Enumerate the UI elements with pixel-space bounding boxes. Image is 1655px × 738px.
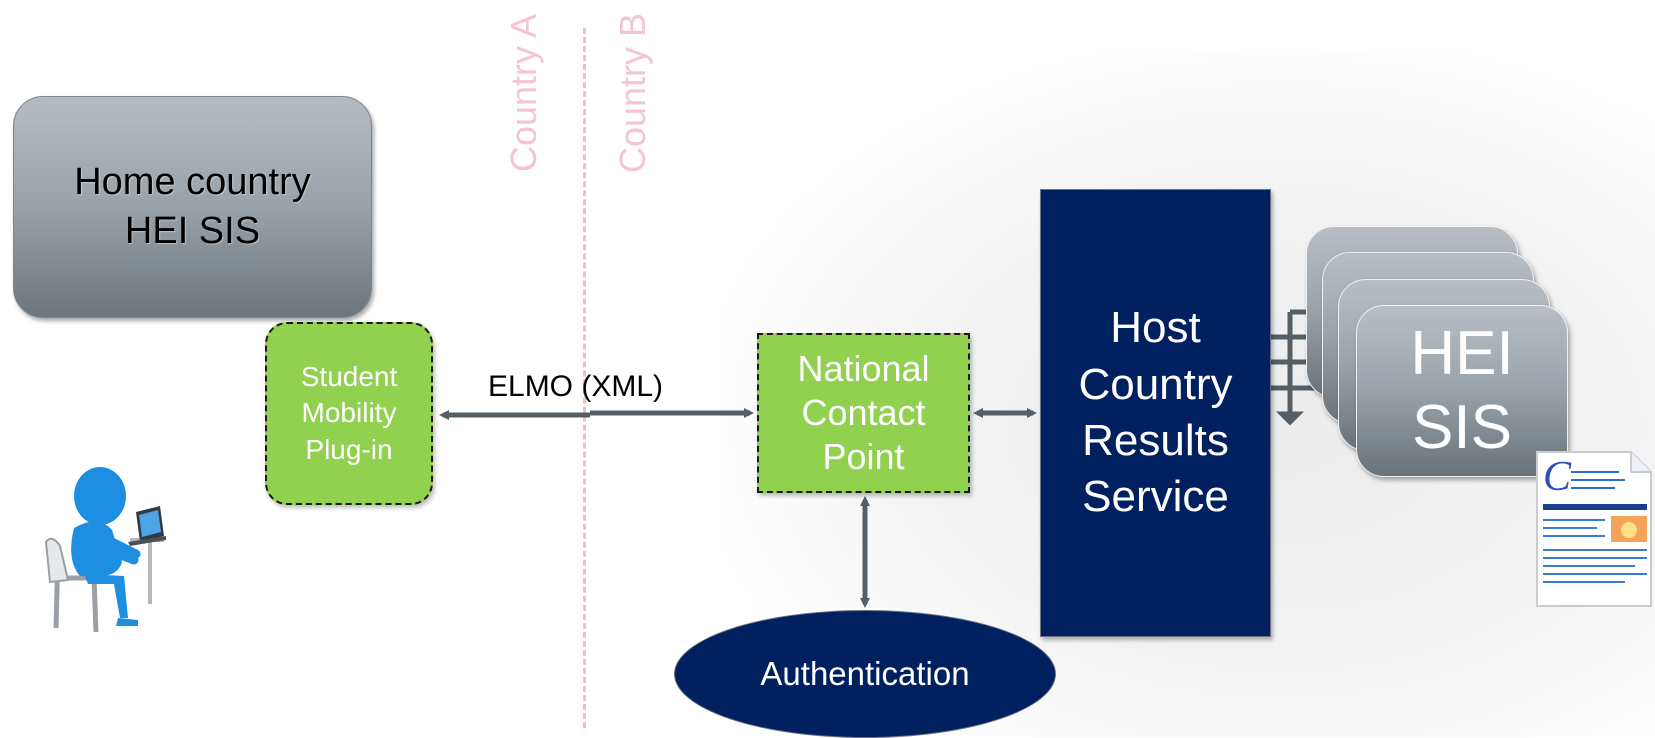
- home-country-hei-sis-box[interactable]: Home country HEI SIS: [13, 96, 372, 318]
- country-b-label: Country B: [612, 12, 653, 174]
- hei-sis-box[interactable]: HEI SIS: [1356, 305, 1568, 477]
- student-at-laptop-icon: [44, 467, 166, 633]
- national-contact-point-box[interactable]: National Contact Point: [757, 333, 970, 493]
- transcript-document-icon: C: [1536, 451, 1652, 607]
- home-country-hei-sis-label: Home country HEI SIS: [74, 160, 311, 252]
- student-mobility-plugin-box[interactable]: Student Mobility Plug-in: [265, 322, 433, 505]
- authentication-ellipse[interactable]: Authentication: [674, 610, 1056, 738]
- host-country-results-service-box[interactable]: Host Country Results Service: [1040, 189, 1271, 637]
- svg-text:C: C: [1543, 454, 1572, 500]
- elmo-connector: [439, 408, 754, 420]
- country-a-label: Country A: [503, 13, 544, 173]
- country-divider-line: [583, 28, 586, 728]
- elmo-xml-label: ELMO (XML): [488, 370, 664, 403]
